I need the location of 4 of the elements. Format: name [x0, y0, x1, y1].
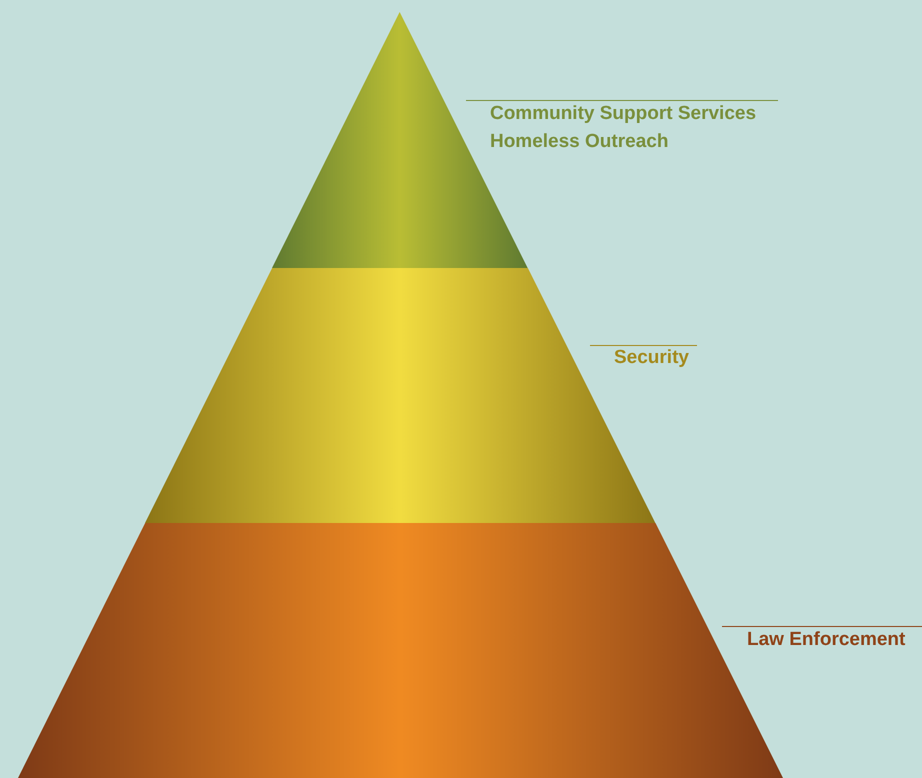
tier-label: Homeless Outreach: [490, 130, 668, 154]
tier-label: Community Support Services: [490, 102, 756, 126]
tier-label: Security: [614, 346, 689, 370]
tier-label: Law Enforcement: [747, 628, 906, 652]
